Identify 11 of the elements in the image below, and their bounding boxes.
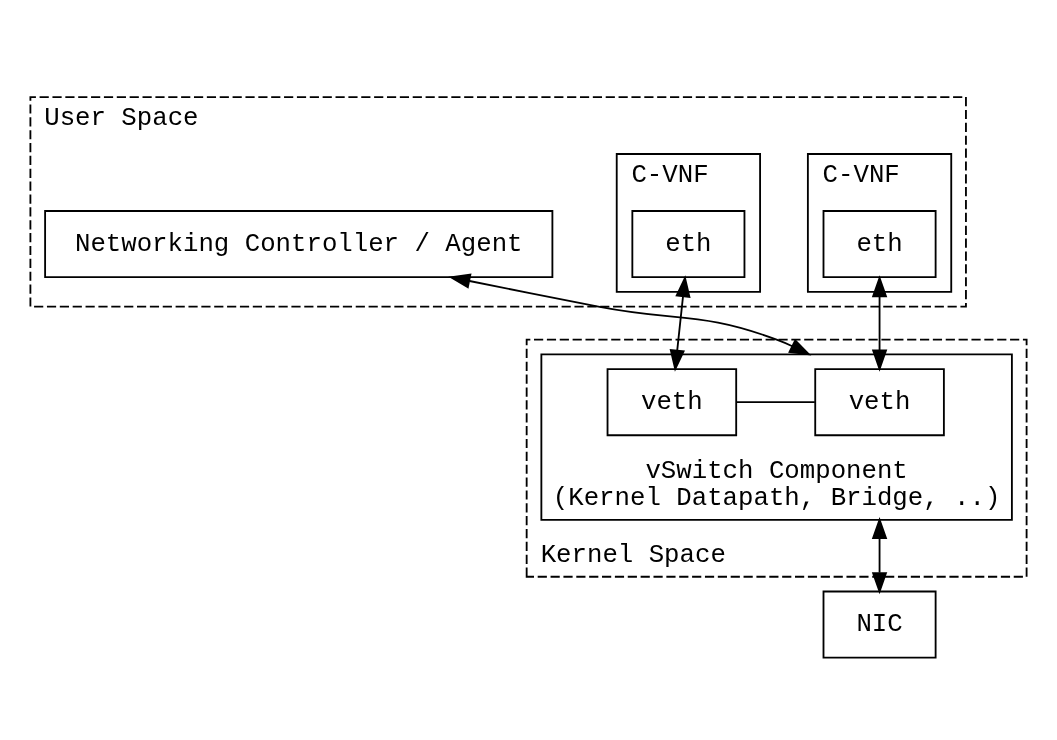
node-box: veth — [814, 368, 945, 437]
arrow — [871, 517, 888, 595]
node-box: eth — [822, 210, 937, 279]
node-box: veth — [606, 368, 738, 437]
node-box: Networking Controller / Agent — [44, 210, 554, 279]
node-box: NIC — [822, 590, 937, 659]
node-box: eth — [631, 210, 746, 279]
connector — [735, 401, 816, 404]
arrow — [669, 275, 691, 372]
arrow — [871, 275, 888, 372]
arrow — [448, 273, 812, 356]
